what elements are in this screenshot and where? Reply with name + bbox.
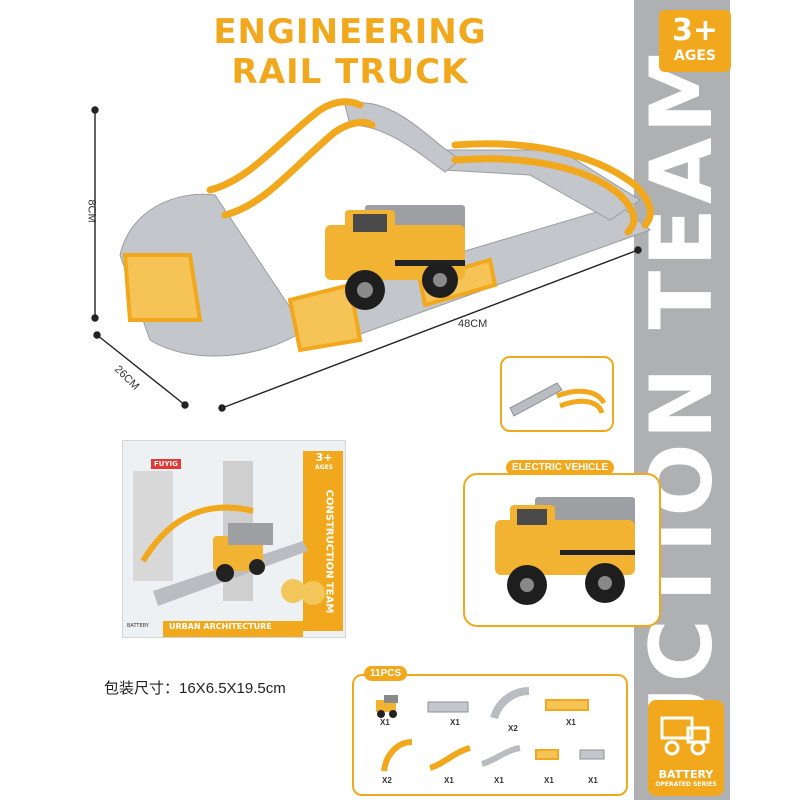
orange-track [122, 98, 654, 353]
parts-panel: 11PCS X1 X1 X2 X1 X2 X1 X1 X1 X1 [352, 666, 628, 796]
dimension-length: 48CM [458, 318, 488, 330]
title-line-1: ENGINEERING [213, 12, 487, 52]
small-gray-track-icon [579, 749, 605, 760]
curved-gray-track-icon [490, 687, 530, 720]
box-age-value: 3+ [315, 451, 333, 464]
parts-illustrations [376, 687, 605, 772]
straight-orange-track-icon [545, 699, 589, 711]
dimension-height: 8CM [85, 199, 98, 223]
parts-title: 11PCS [364, 666, 408, 681]
electric-vehicle-image [495, 497, 635, 605]
side-band [634, 0, 730, 800]
part-qty: X2 [382, 776, 392, 785]
box-banner: URBAN ARCHITECTURE [169, 622, 272, 631]
small-orange-track-icon [535, 749, 559, 760]
part-qty: X1 [588, 776, 598, 785]
age-badge: 3+ AGES [659, 10, 731, 72]
truck-icon [376, 695, 398, 718]
electric-vehicle-label: ELECTRIC VEHICLE [506, 460, 615, 475]
battery-label: BATTERY [658, 768, 714, 781]
part-qty: X1 [566, 718, 576, 727]
part-qty: X2 [508, 724, 518, 733]
box-side-text-wrap: CONSTRUCTION TEAM [319, 481, 339, 621]
package-size: 包装尺寸：16X6.5X19.5cm [104, 680, 286, 697]
box-illustration [123, 441, 345, 637]
ramp-orange-track-icon [429, 745, 471, 771]
track-illustration [91, 98, 654, 412]
track-detail-image [509, 382, 607, 417]
dimension-lines [91, 106, 642, 412]
truck-outline-icon [660, 716, 710, 756]
title-line-2: RAIL TRUCK [231, 52, 469, 92]
part-qty: X1 [544, 776, 554, 785]
part-qty: X1 [380, 718, 390, 727]
age-badge-value: 3+ [671, 13, 718, 48]
main-truck [325, 205, 465, 310]
track-detail-panel [500, 356, 614, 432]
battery-badge: BATTERY OPERATED SERIES [648, 700, 724, 796]
curved-orange-track-icon [381, 739, 413, 772]
box-brand: FUYIG [151, 459, 181, 469]
electric-vehicle-panel [463, 473, 661, 627]
battery-sub: OPERATED SERIES [655, 781, 717, 788]
box-battery-tag: BATTERY [127, 623, 149, 629]
ramp-gray-track-icon [481, 745, 521, 767]
part-qty: X1 [450, 718, 460, 727]
age-badge-label: AGES [674, 48, 716, 64]
box-side-text: CONSTRUCTION TEAM [323, 489, 335, 613]
part-qty: X1 [444, 776, 454, 785]
straight-gray-track-icon [427, 701, 469, 713]
box-age-badge: 3+ AGES [309, 451, 339, 471]
box-age-label: AGES [315, 464, 333, 471]
part-qty: X1 [494, 776, 504, 785]
product-box: FUYIG 3+ AGES CONSTRUCTION TEAM URBAN AR… [122, 440, 346, 638]
